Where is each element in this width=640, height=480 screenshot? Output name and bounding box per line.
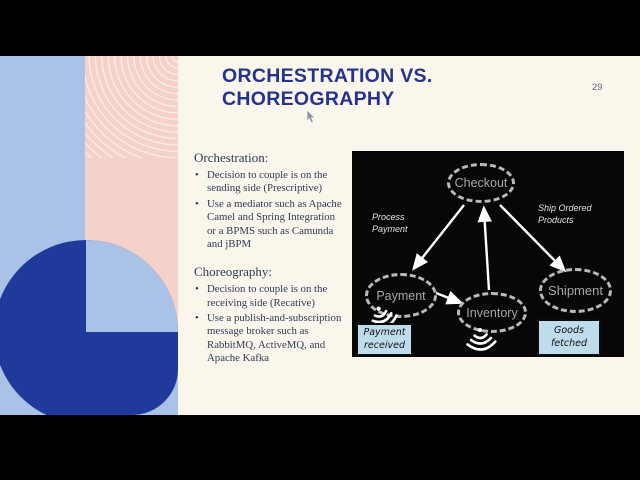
node-payment: Payment <box>365 273 437 318</box>
callout-goods-fetched: Goods fetched <box>537 319 601 356</box>
callout-payment-received: Payment received <box>356 323 413 356</box>
bullet-item: Use a mediator such as Apache Camel and … <box>194 198 344 252</box>
choreography-bullets: Decision to couple is on the receiving s… <box>194 283 344 365</box>
mouse-cursor-icon <box>306 110 316 124</box>
node-checkout: Checkout <box>447 163 515 203</box>
choreography-heading: Choreography: <box>194 264 272 280</box>
decor-concentric-rings <box>85 56 178 158</box>
bullet-item: Use a publish-and-subscription message b… <box>194 312 344 366</box>
decor-square-navy <box>86 332 178 415</box>
edge-label-process-payment: Process Payment <box>372 212 408 234</box>
node-shipment: Shipment <box>539 268 612 313</box>
bullet-item: Decision to couple is on the sending sid… <box>194 169 344 196</box>
broadcast-icon-inventory <box>466 327 497 351</box>
architecture-diagram: Checkout Payment Inventory Shipment Proc… <box>352 151 624 357</box>
edge-label-ship-ordered: Ship Ordered Products <box>538 203 592 225</box>
orchestration-bullets: Decision to couple is on the sending sid… <box>194 169 344 251</box>
slide-title: ORCHESTRATION VS. CHOREOGRAPHY <box>222 65 433 110</box>
slide: ORCHESTRATION VS. CHOREOGRAPHY 29 Orches… <box>0 56 640 415</box>
text-column: Orchestration: Decision to couple is on … <box>194 150 344 379</box>
page-number: 29 <box>592 82 603 93</box>
bullet-item: Decision to couple is on the receiving s… <box>194 283 344 310</box>
node-inventory: Inventory <box>457 292 527 333</box>
orchestration-heading: Orchestration: <box>194 150 269 165</box>
